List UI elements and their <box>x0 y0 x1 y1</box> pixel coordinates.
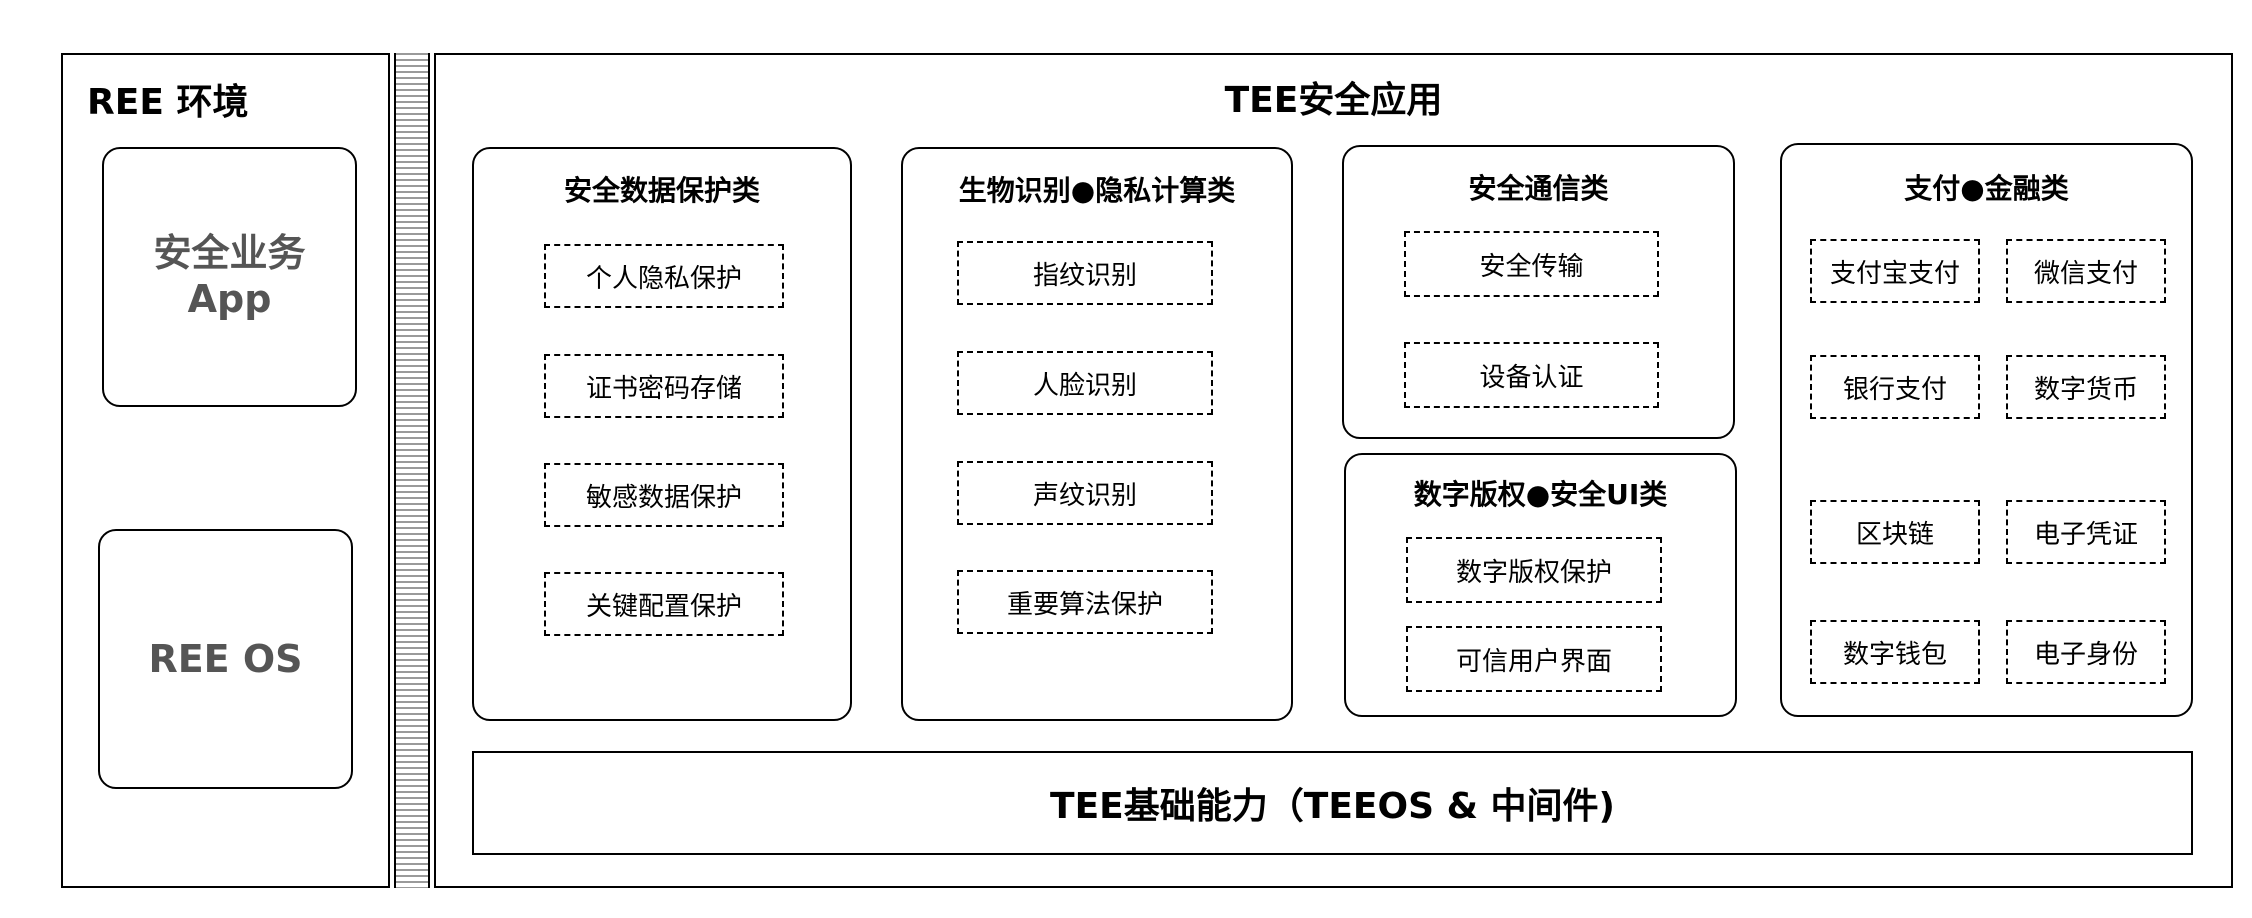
item-alipay: 支付宝支付 <box>1810 239 1980 303</box>
item-personal-privacy: 个人隐私保护 <box>544 244 784 308</box>
item-wechat-pay: 微信支付 <box>2006 239 2166 303</box>
ree-title: REE 环境 <box>87 82 249 123</box>
group-payment-finance: 支付●金融类 支付宝支付 微信支付 银行支付 数字货币 区块链 电子凭证 数字钱… <box>1780 143 2193 717</box>
item-digital-currency: 数字货币 <box>2006 355 2166 419</box>
ree-tee-divider <box>394 53 430 888</box>
group-title: 支付●金融类 <box>1904 172 2069 205</box>
item-face: 人脸识别 <box>957 351 1213 415</box>
item-key-config: 关键配置保护 <box>544 572 784 636</box>
tee-base-capability: TEE基础能力（TEEOS & 中间件) <box>472 751 2193 855</box>
ree-os-label: REE OS <box>148 637 303 681</box>
item-fingerprint: 指纹识别 <box>957 241 1213 305</box>
group-secure-data-protection: 安全数据保护类 个人隐私保护 证书密码存储 敏感数据保护 关键配置保护 <box>472 147 852 721</box>
group-biometrics-privacy-computing: 生物识别●隐私计算类 指纹识别 人脸识别 声纹识别 重要算法保护 <box>901 147 1293 721</box>
item-algorithm: 重要算法保护 <box>957 570 1213 634</box>
secure-business-app-box: 安全业务 App <box>102 147 357 407</box>
group-title: 生物识别●隐私计算类 <box>958 174 1236 207</box>
tee-base-capability-label: TEE基础能力（TEEOS & 中间件) <box>1050 786 1615 827</box>
item-e-voucher: 电子凭证 <box>2006 500 2166 564</box>
item-trusted-ui: 可信用户界面 <box>1406 626 1662 692</box>
item-sensitive-data: 敏感数据保护 <box>544 463 784 527</box>
secure-business-app-label: 安全业务 <box>153 231 306 276</box>
item-certificate-storage: 证书密码存储 <box>544 354 784 418</box>
ree-environment-panel: REE 环境 安全业务 App REE OS <box>61 53 390 888</box>
item-blockchain: 区块链 <box>1810 500 1980 564</box>
group-title: 数字版权●安全UI类 <box>1413 478 1668 511</box>
group-title: 安全通信类 <box>1468 172 1609 205</box>
app-label: App <box>187 277 272 321</box>
item-bank-pay: 银行支付 <box>1810 355 1980 419</box>
group-title: 安全数据保护类 <box>563 174 760 207</box>
group-secure-communication: 安全通信类 安全传输 设备认证 <box>1342 145 1735 439</box>
ree-os-box: REE OS <box>98 529 353 789</box>
item-secure-transmission: 安全传输 <box>1404 231 1659 297</box>
item-drm-protection: 数字版权保护 <box>1406 537 1662 603</box>
group-drm-secure-ui: 数字版权●安全UI类 数字版权保护 可信用户界面 <box>1344 453 1737 717</box>
tee-panel: TEE安全应用 安全数据保护类 个人隐私保护 证书密码存储 敏感数据保护 关键配… <box>434 53 2233 888</box>
tee-title: TEE安全应用 <box>1224 80 1443 121</box>
item-device-auth: 设备认证 <box>1404 342 1659 408</box>
item-digital-wallet: 数字钱包 <box>1810 620 1980 684</box>
item-voiceprint: 声纹识别 <box>957 461 1213 525</box>
item-e-identity: 电子身份 <box>2006 620 2166 684</box>
